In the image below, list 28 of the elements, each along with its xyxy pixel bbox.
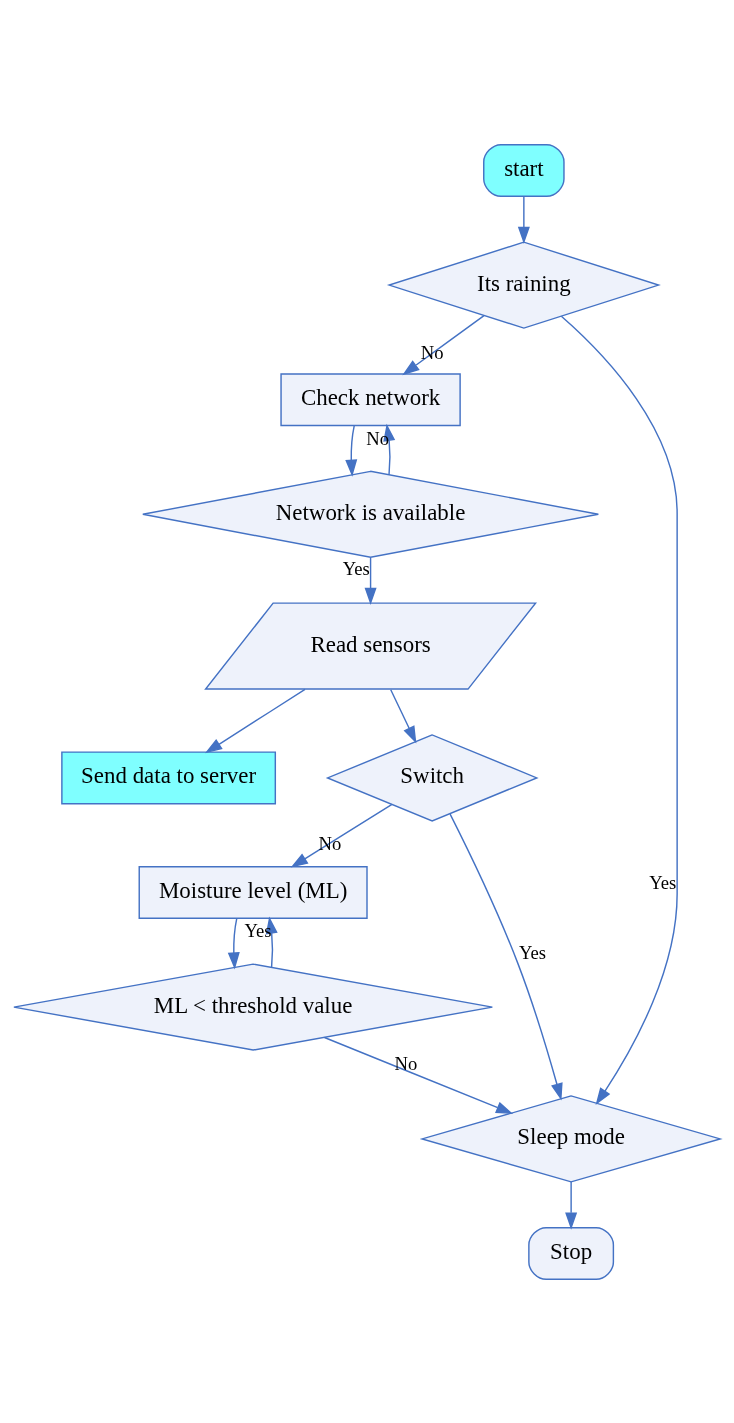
arrow xyxy=(517,195,530,244)
node-diamond: Sleep mode xyxy=(419,1094,723,1183)
arrow xyxy=(364,556,377,605)
edge-label: No xyxy=(394,1052,418,1074)
arrow xyxy=(449,812,563,1100)
node-box: Stop xyxy=(528,1226,615,1280)
node-box: Send data to server xyxy=(61,750,277,804)
node-diamond: Switch xyxy=(325,733,539,822)
arrow xyxy=(390,688,417,743)
node-box: Moisture level (ML) xyxy=(138,865,368,919)
node-diamond: Its raining xyxy=(386,240,661,329)
arrow xyxy=(565,1180,578,1230)
arrow xyxy=(227,917,240,969)
arrow xyxy=(560,315,678,1105)
arrow xyxy=(204,688,306,753)
edge-label: Yes xyxy=(649,871,677,893)
edge-label: Yes xyxy=(342,557,370,579)
node-diamond: ML < threshold value xyxy=(13,962,494,1051)
edge-label: Yes xyxy=(244,919,272,941)
arrow xyxy=(323,1036,514,1114)
node-box: start xyxy=(483,143,565,197)
edge-label: Yes xyxy=(518,941,547,963)
edge-label: No xyxy=(366,427,389,449)
arrow xyxy=(345,424,358,477)
node-diamond: Network is available xyxy=(142,470,600,558)
arrow xyxy=(402,314,485,375)
node-box: Check network xyxy=(280,372,461,426)
arrow xyxy=(290,803,393,868)
